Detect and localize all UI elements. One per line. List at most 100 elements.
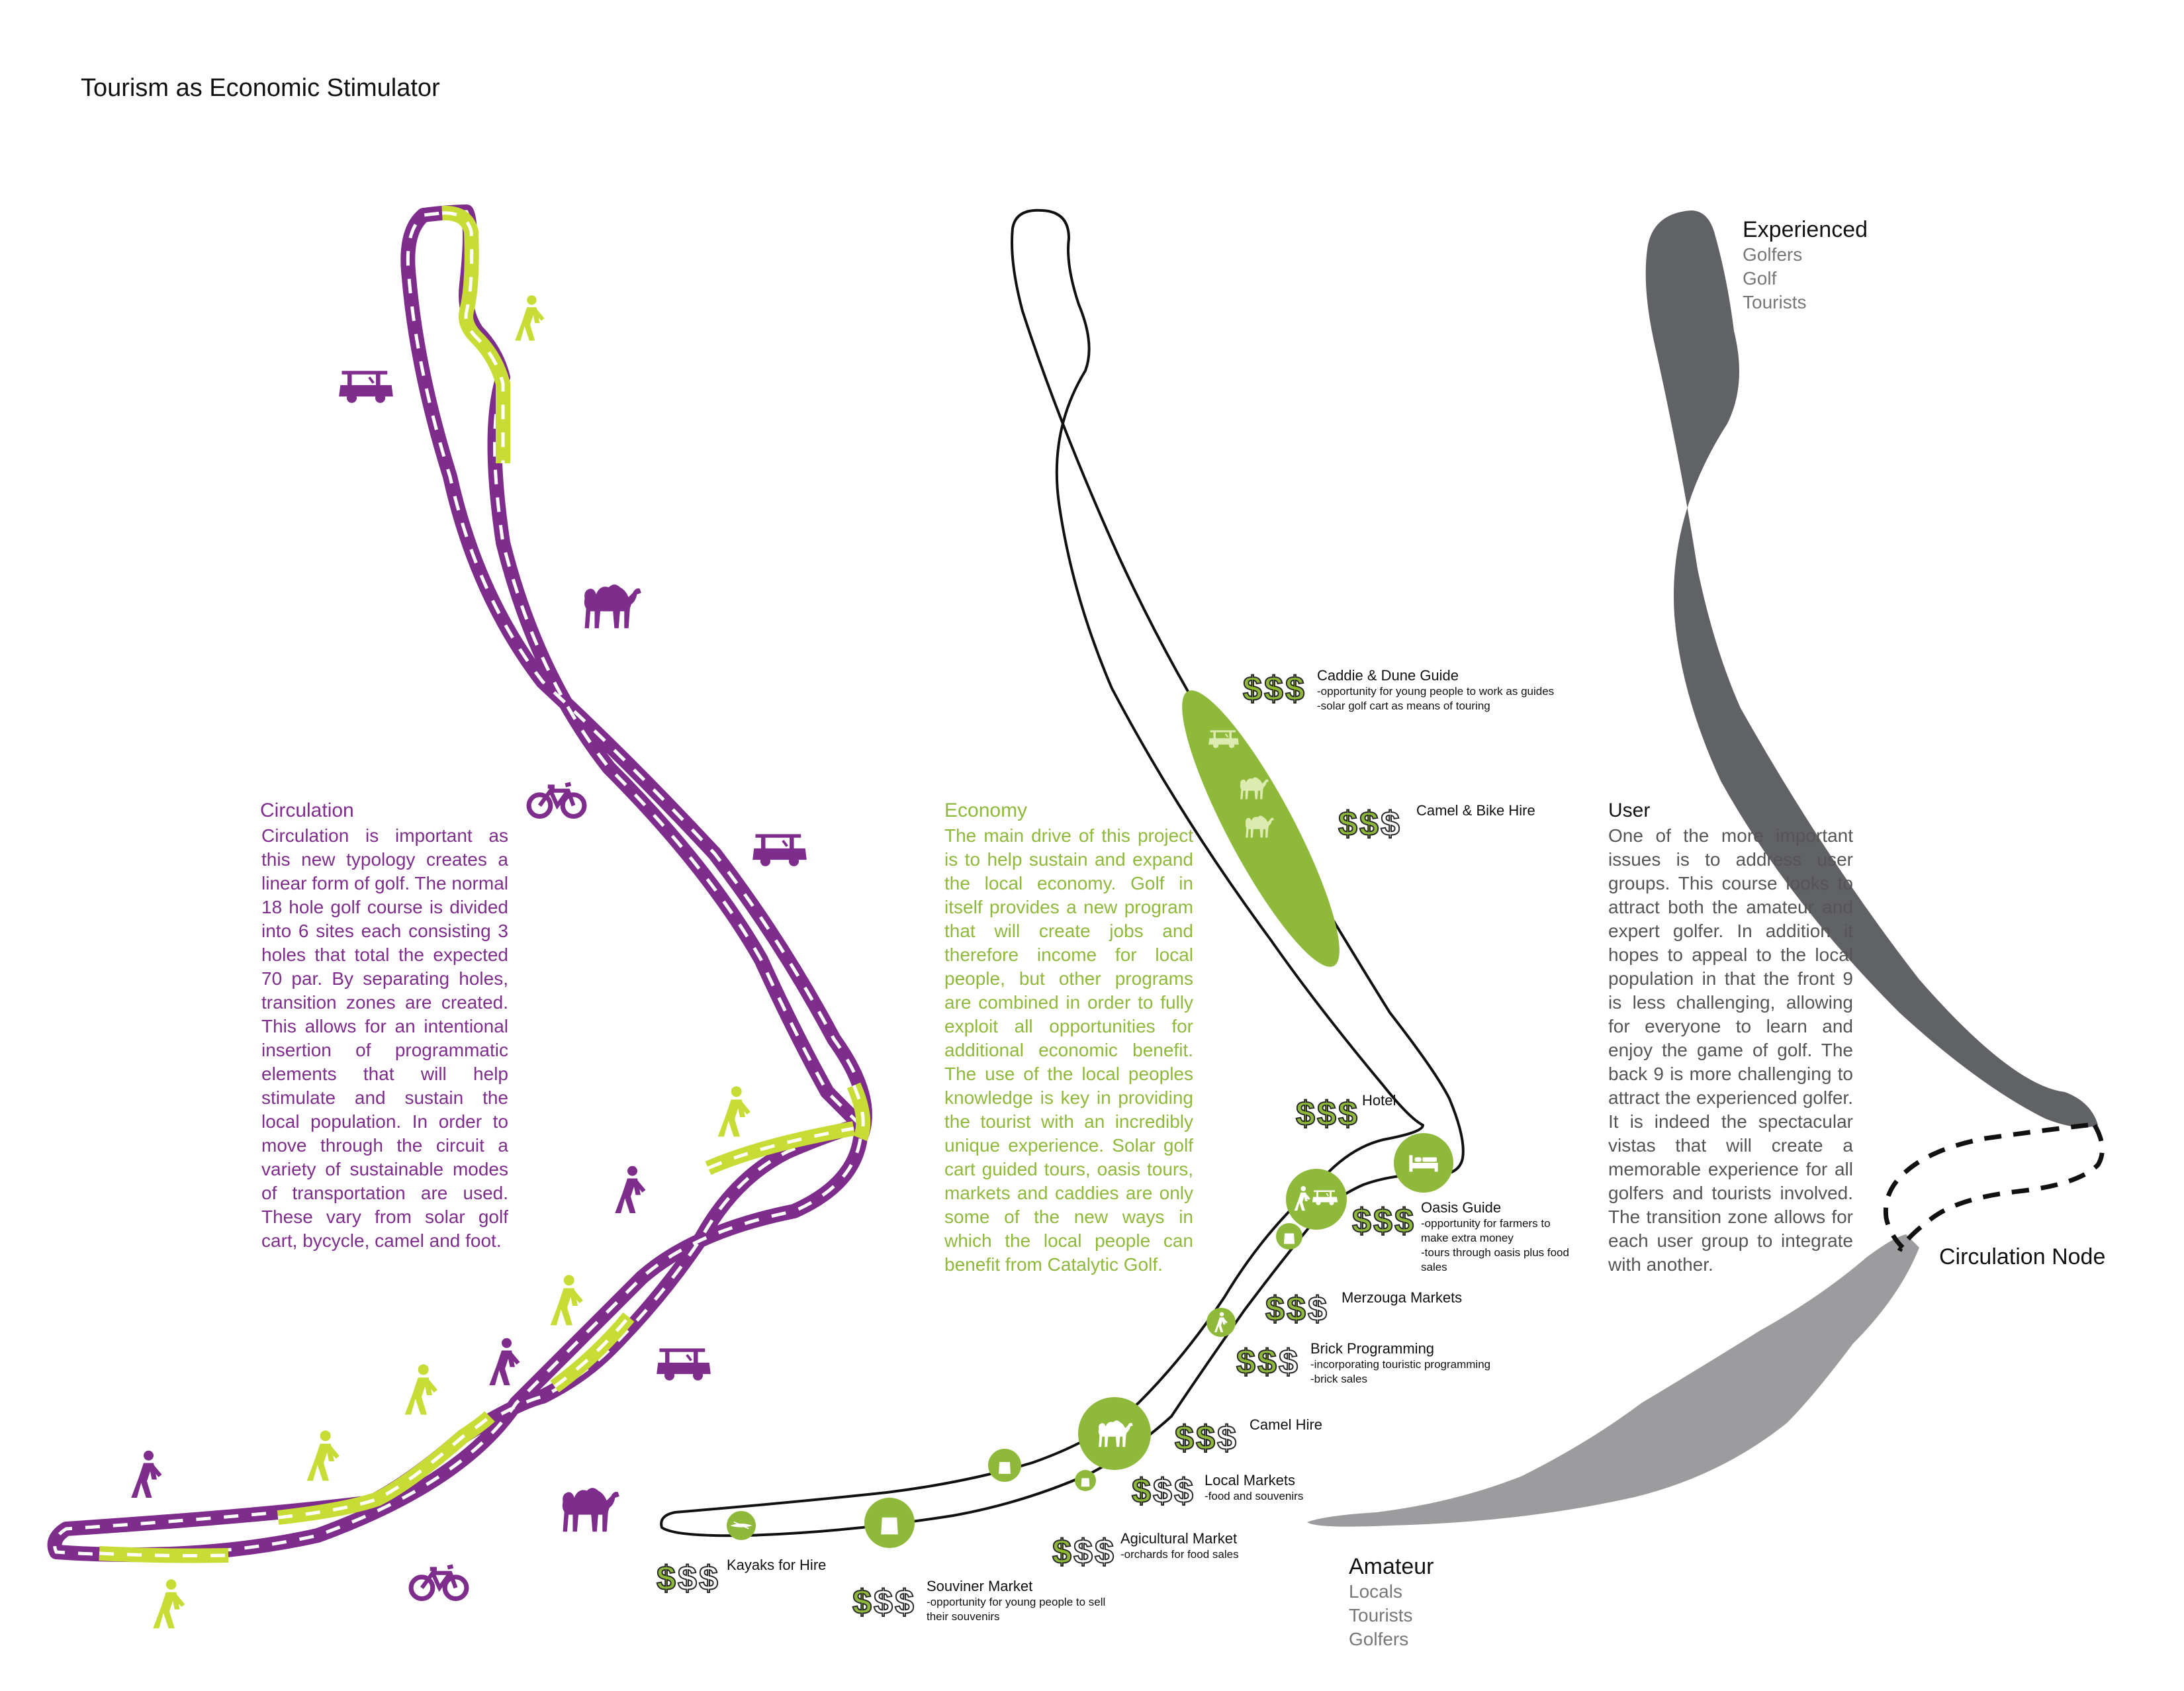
amateur-group-label: Amateur Locals Tourists Golfers <box>1349 1554 1434 1651</box>
program-label-camel-bike: Camel & Bike Hire <box>1416 802 1535 819</box>
walker-icon <box>404 1364 437 1415</box>
walking-segment-left-upper <box>277 1411 495 1525</box>
dollar-sign: $ <box>1196 1419 1215 1457</box>
dollar-group: $$$ <box>1174 1418 1237 1458</box>
program-name: Caddie & Dune Guide <box>1317 667 1459 684</box>
amateur-zone <box>1307 1234 1919 1527</box>
program-label-kayaks: Kayaks for Hire <box>727 1557 826 1574</box>
dollar-sign-groups: $$$$$$$$$$$$$$$$$$$$$$$$$$$$$$$$$ <box>656 669 1414 1622</box>
program-note: -opportunity for young people to sell <box>927 1596 1106 1608</box>
dollar-sign: $ <box>1236 1343 1255 1381</box>
dollar-sign: $ <box>1264 670 1283 708</box>
program-note: sales <box>1421 1261 1447 1273</box>
program-note: -orchards for food sales <box>1120 1548 1239 1561</box>
program-name: Local Markets <box>1205 1472 1295 1488</box>
dollar-sign: $ <box>1338 1095 1357 1133</box>
dollar-sign: $ <box>1287 1290 1306 1328</box>
amateur-item: Locals <box>1349 1581 1402 1602</box>
program-note: -incorporating touristic programming <box>1310 1358 1491 1371</box>
dollar-sign: $ <box>895 1583 914 1622</box>
dollar-sign: $ <box>1132 1472 1151 1510</box>
circulation-node-label: Circulation Node <box>1939 1244 2106 1269</box>
dollar-group: $$$ <box>852 1582 915 1622</box>
program-note: -brick sales <box>1310 1373 1367 1385</box>
experienced-zone <box>1645 210 2098 1128</box>
dollar-group: $$$ <box>656 1559 719 1598</box>
dollar-sign: $ <box>1153 1472 1172 1510</box>
dollar-sign: $ <box>657 1559 676 1598</box>
dollar-sign: $ <box>1279 1343 1298 1381</box>
program-name: Kayaks for Hire <box>727 1557 827 1573</box>
walker-icon <box>153 1579 185 1629</box>
camel-icon <box>562 1488 619 1532</box>
program-label-caddie: Caddie & Dune Guide -opportunity for you… <box>1317 667 1554 713</box>
dollar-group: $$$ <box>1338 804 1400 844</box>
page-title: Tourism as Economic Stimulator <box>81 74 440 102</box>
dollar-group: $$$ <box>1052 1532 1115 1572</box>
golf-cart-icon <box>657 1348 711 1381</box>
bicycle-icon <box>411 1566 467 1598</box>
walker-icon <box>489 1338 520 1385</box>
dollar-sign: $ <box>1373 1202 1392 1240</box>
program-note: their souvenirs <box>927 1610 1000 1623</box>
dollar-sign: $ <box>1095 1533 1114 1571</box>
program-name: Merzouga Markets <box>1342 1289 1463 1306</box>
dollar-group: $$$ <box>1131 1471 1194 1511</box>
bicycle-icon <box>529 784 584 816</box>
dollar-group: $$$ <box>1242 669 1305 709</box>
walker-icon <box>615 1165 646 1213</box>
walker-icon <box>717 1086 751 1137</box>
circulation-loop-dashes <box>53 210 867 1557</box>
user-heading: User <box>1608 800 1651 821</box>
amateur-item: Golfers <box>1349 1629 1409 1649</box>
walking-segment-dashes <box>99 211 865 1558</box>
dollar-sign: $ <box>699 1559 718 1598</box>
dollar-sign: $ <box>1359 805 1379 843</box>
amateur-item: Tourists <box>1349 1605 1413 1625</box>
program-note: make extra money <box>1421 1232 1514 1244</box>
circulation-body: Circulation is important as this new typ… <box>261 825 508 1251</box>
dollar-sign: $ <box>1308 1290 1327 1328</box>
experienced-item: Golfers <box>1743 244 1803 265</box>
dollar-sign: $ <box>1285 670 1304 708</box>
economy-icon-markers <box>727 730 1453 1548</box>
circulation-route <box>47 205 872 1563</box>
experienced-item: Golf <box>1743 268 1777 289</box>
golf-cart-icon <box>339 371 393 403</box>
program-name: Camel Hire <box>1250 1416 1323 1433</box>
program-label-brick: Brick Programming -incorporating tourist… <box>1310 1340 1490 1387</box>
walker-icon <box>550 1275 583 1326</box>
camel-icon <box>584 584 641 629</box>
program-name: Brick Programming <box>1310 1340 1435 1357</box>
program-label-merzouga: Merzouga Markets <box>1342 1289 1462 1306</box>
walker-icon <box>131 1450 162 1498</box>
dollar-group: $$$ <box>1295 1094 1358 1134</box>
program-name: Hotel <box>1362 1092 1396 1109</box>
walker-icon <box>306 1430 340 1481</box>
dollar-sign: $ <box>1338 805 1357 843</box>
program-name: Souviner Market <box>927 1578 1033 1594</box>
circulation-heading: Circulation <box>260 800 354 821</box>
experienced-item: Tourists <box>1743 292 1807 312</box>
program-label-souvenir: Souviner Market -opportunity for young p… <box>927 1578 1105 1624</box>
dollar-sign: $ <box>1073 1533 1093 1571</box>
dollar-sign: $ <box>1381 805 1400 843</box>
walker-icon <box>515 295 545 341</box>
program-note: -opportunity for farmers to <box>1421 1217 1551 1230</box>
golf-cart-icon <box>752 834 807 866</box>
dollar-group: $$$ <box>1236 1342 1298 1382</box>
dollar-sign: $ <box>1175 1419 1194 1457</box>
program-note: -tours through oasis plus food <box>1421 1246 1569 1259</box>
program-label-oasis: Oasis Guide -opportunity for farmers to … <box>1421 1199 1569 1275</box>
dollar-sign: $ <box>874 1583 893 1622</box>
user-groups-shapes <box>1307 210 2105 1527</box>
program-label-local-markets: Local Markets -food and souvenirs <box>1205 1472 1303 1504</box>
user-body: One of the more important issues is to a… <box>1608 825 1853 1275</box>
circulation-node-path <box>1883 1122 2105 1252</box>
program-label-agricultural: Agicultural Market -orchards for food sa… <box>1120 1530 1239 1562</box>
economy-body: The main drive of this project is to hel… <box>944 825 1193 1275</box>
dollar-sign: $ <box>678 1559 697 1598</box>
course-outline-path <box>660 208 1465 1537</box>
dollar-sign: $ <box>1296 1095 1315 1133</box>
